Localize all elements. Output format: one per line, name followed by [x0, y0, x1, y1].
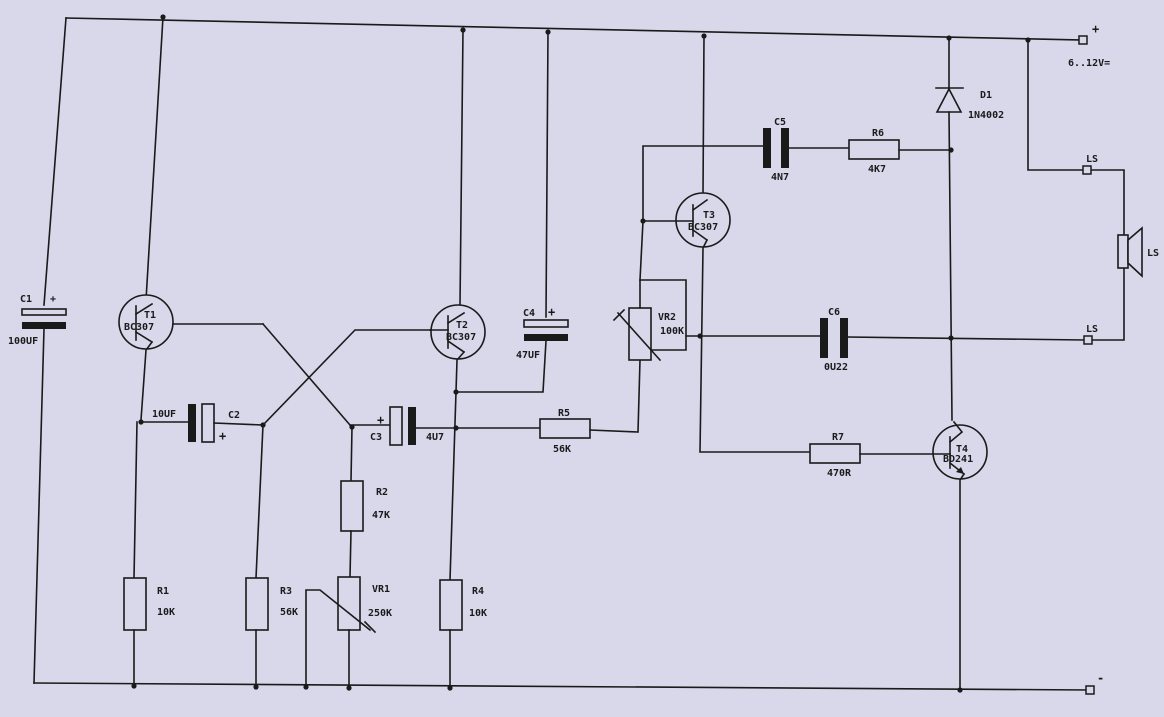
transistor-t4: T4 BD241	[932, 420, 988, 691]
capacitor-c6: C6 0U22	[685, 307, 1085, 373]
diode-d1: D1 1N4002	[935, 37, 1004, 421]
speaker: LS LS LS	[1027, 39, 1159, 345]
c1-polarity: +	[50, 294, 56, 305]
r7-value: 470R	[827, 468, 852, 479]
c5-ref: C5	[774, 117, 786, 128]
r1-value: 10K	[157, 607, 175, 618]
vr2-value: 100K	[660, 326, 684, 337]
r6-value: 4K7	[868, 164, 886, 175]
capacitor-c3: + C3 4U7	[349, 406, 541, 446]
c1-value: 100UF	[8, 336, 38, 347]
speaker-terminal-bottom-label: LS	[1086, 324, 1098, 335]
t2-type: BC307	[446, 332, 476, 343]
positive-terminal	[1078, 35, 1088, 45]
t1-type: BC307	[124, 322, 154, 333]
r4-ref: R4	[472, 586, 484, 597]
negative-sign: -	[1097, 671, 1104, 685]
t4-ref: T4	[956, 444, 968, 455]
t4-type: BD241	[943, 454, 973, 465]
c3-value: 4U7	[426, 432, 444, 443]
c4-ref: C4	[523, 308, 535, 319]
r5-ref: R5	[558, 408, 570, 419]
transistor-t3: T3 BC307	[639, 35, 811, 453]
t1-ref: T1	[144, 310, 156, 321]
resistor-r5: R5 56K	[539, 359, 641, 455]
d1-ref: D1	[980, 90, 992, 101]
c3-polarity: +	[377, 413, 384, 427]
c1-ref: C1	[20, 294, 32, 305]
resistor-r4: R4 10K	[439, 391, 487, 689]
transistor-t1: T1 BC307	[118, 16, 264, 421]
supply-voltage-label: 6..12V=	[1068, 58, 1110, 69]
speaker-terminal-top-label: LS	[1086, 154, 1098, 165]
c5-value: 4N7	[771, 172, 789, 183]
resistor-r2: R2 47K	[340, 426, 390, 578]
speaker-terminal-top	[1082, 165, 1092, 175]
r3-value: 56K	[280, 607, 298, 618]
supply-terminals: + 6..12V= -	[1068, 22, 1110, 695]
resistor-r1: R1 10K	[123, 421, 175, 687]
t2-ref: T2	[456, 320, 468, 331]
r3-ref: R3	[280, 586, 292, 597]
capacitor-c4: C4 + 47UF	[455, 31, 569, 393]
speaker-terminal-bottom	[1083, 335, 1093, 345]
r1-ref: R1	[157, 586, 169, 597]
resistor-r3: R3 56K	[245, 424, 298, 688]
c4-polarity: +	[548, 305, 555, 319]
r6-ref: R6	[872, 128, 884, 139]
r5-value: 56K	[553, 444, 571, 455]
c2-polarity: +	[219, 429, 226, 443]
capacitor-c5: C5 4N7	[763, 117, 850, 183]
positive-rail	[65, 17, 1084, 41]
vr1-value: 250K	[368, 608, 392, 619]
transistor-t2: T2 BC307	[429, 29, 486, 393]
negative-terminal	[1085, 685, 1095, 695]
cross-coupling-wires	[261, 322, 431, 427]
positive-sign: +	[1092, 22, 1099, 36]
junction-dots	[131, 14, 1031, 693]
capacitor-c2: 10UF C2 +	[140, 403, 264, 443]
c2-ref: C2	[228, 410, 240, 421]
t3-ref: T3	[703, 210, 715, 221]
c2-value: 10UF	[152, 409, 176, 420]
c4-value: 47UF	[516, 350, 540, 361]
capacitor-c1: C1 + 100UF	[8, 17, 67, 684]
d1-value: 1N4002	[968, 110, 1004, 121]
resistor-r7: R7 470R	[809, 432, 935, 479]
r7-ref: R7	[832, 432, 844, 443]
r4-value: 10K	[469, 608, 487, 619]
t3-type: BC307	[688, 222, 718, 233]
potentiometer-vr1: VR1 250K	[305, 576, 392, 689]
r2-ref: R2	[376, 487, 388, 498]
vr2-ref: VR2	[658, 312, 676, 323]
c3-ref: C3	[370, 432, 382, 443]
speaker-label: LS	[1147, 248, 1159, 259]
c6-value: 0U22	[824, 362, 848, 373]
negative-rail	[33, 682, 1091, 691]
vr1-ref: VR1	[372, 584, 390, 595]
c6-ref: C6	[828, 307, 840, 318]
r2-value: 47K	[372, 510, 390, 521]
potentiometer-vr2: VR2 100K	[612, 279, 687, 362]
resistor-r6: R6 4K7	[848, 128, 952, 175]
